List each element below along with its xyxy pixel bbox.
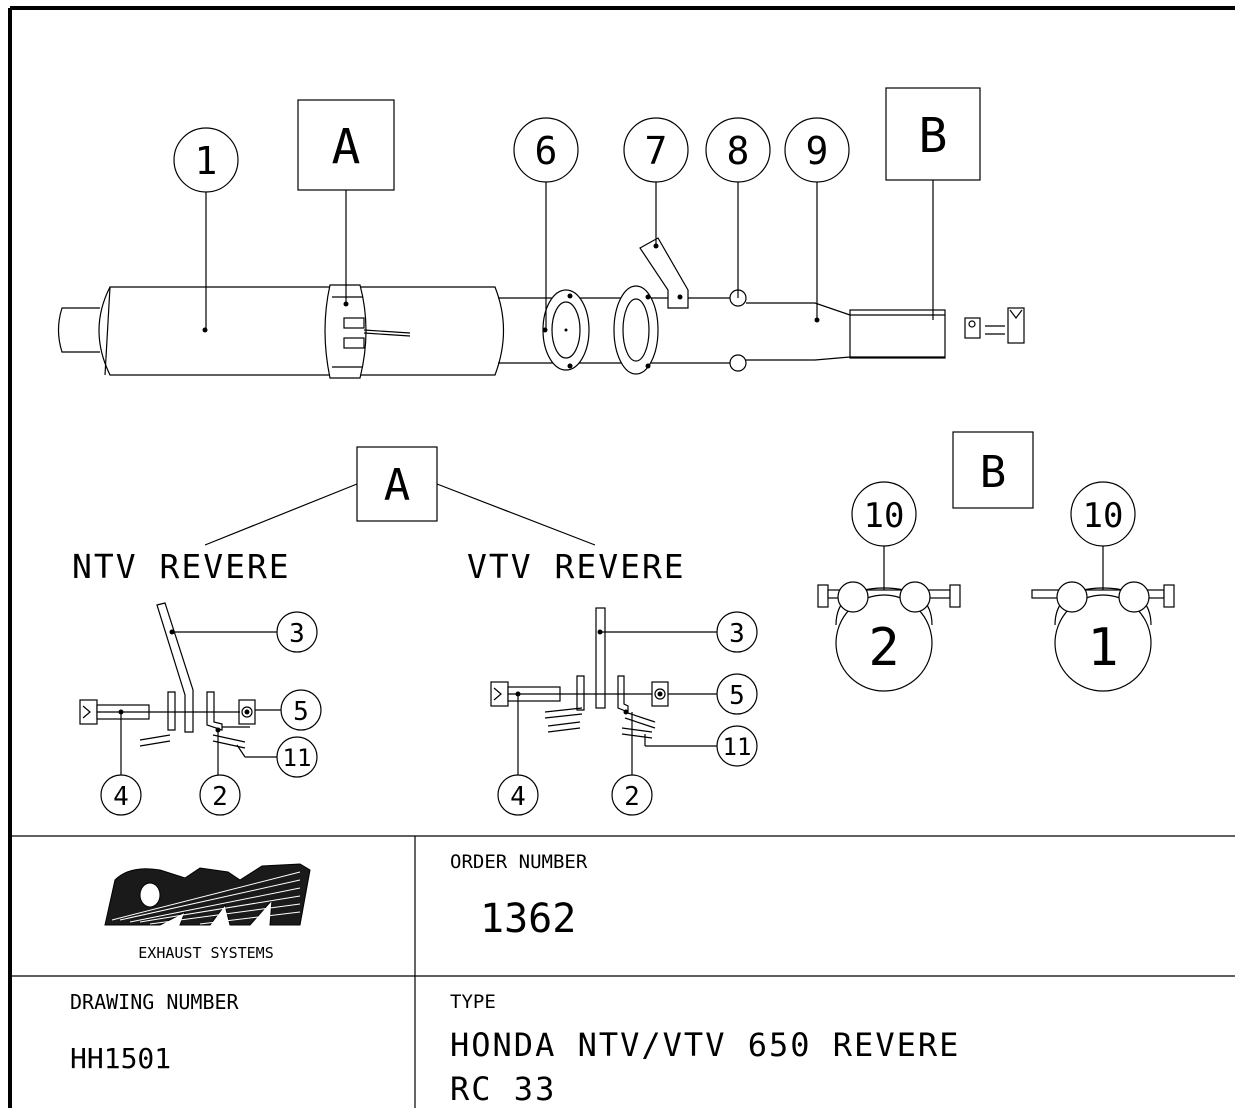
type-line-1: HONDA NTV/VTV 650 REVERE: [450, 1026, 960, 1064]
callout-1: 1: [173, 127, 239, 330]
vtv-callout-3: 3: [600, 611, 758, 653]
ntv-callout-11: 11: [236, 736, 318, 778]
drawing-number-label: DRAWING NUMBER: [70, 990, 240, 1014]
callout-a-mid-text: A: [384, 460, 411, 511]
title-block: [10, 835, 1235, 1108]
drawing-number-value: HH1501: [70, 1042, 171, 1075]
callout-9-text: 9: [806, 129, 829, 173]
callout-a-top: A: [297, 99, 395, 304]
clamp-left-size-text: 2: [868, 618, 899, 678]
ntv-callout-4-text: 4: [113, 782, 129, 812]
ntv-fastener-drawing: [79, 602, 256, 749]
vtv-callout-11-text: 11: [723, 733, 752, 761]
detail-b-header: B: [952, 431, 1034, 509]
clamp-left-callout-text: 10: [864, 496, 905, 536]
ntv-callout-5: 5: [255, 689, 322, 731]
ntv-callout-4: 4: [100, 712, 142, 816]
ntv-revere-label: NTV REVERE: [72, 547, 291, 586]
clamp-right-size-text: 1: [1087, 618, 1118, 678]
callout-8: 8: [705, 117, 771, 298]
logo-subtitle: EXHAUST SYSTEMS: [138, 944, 273, 962]
clamp-right: 10 1: [1031, 481, 1175, 692]
ntv-callout-5-text: 5: [293, 697, 309, 727]
callout-8-text: 8: [727, 129, 750, 173]
ntv-callout-2: 2: [199, 730, 241, 816]
type-label: TYPE: [450, 991, 496, 1013]
callout-b-mid-text: B: [980, 447, 1007, 498]
callout-6: 6: [513, 117, 579, 330]
callout-1-text: 1: [195, 139, 218, 183]
ntv-callout-11-text: 11: [283, 744, 312, 772]
order-number-value: 1362: [480, 896, 576, 942]
vtv-callout-11: 11: [644, 725, 758, 767]
vtv-callout-4-text: 4: [510, 782, 526, 812]
company-logo: [104, 863, 311, 926]
vtv-callout-2-text: 2: [624, 782, 640, 812]
callout-b-top: B: [885, 87, 981, 320]
callout-9: 9: [784, 117, 850, 320]
vtv-callout-3-text: 3: [729, 619, 745, 649]
type-line-2: RC 33: [450, 1070, 556, 1108]
ntv-callout-3-text: 3: [289, 619, 305, 649]
callout-7-text: 7: [645, 129, 668, 173]
vtv-revere-label: VTV REVERE: [467, 547, 686, 586]
callout-6-text: 6: [535, 129, 558, 173]
callout-7: 7: [623, 117, 689, 246]
vtv-callout-5: 5: [668, 673, 758, 715]
clamp-right-callout-text: 10: [1083, 496, 1124, 536]
muffler-assembly: [57, 237, 1025, 379]
callout-a-top-text: A: [332, 119, 361, 175]
ntv-callout-2-text: 2: [212, 782, 228, 812]
vtv-callout-5-text: 5: [729, 681, 745, 711]
callout-b-top-text: B: [919, 108, 948, 164]
clamp-left: 10 2: [817, 481, 961, 692]
vtv-fastener-drawing: [490, 607, 669, 739]
order-number-label: ORDER NUMBER: [450, 851, 588, 873]
vtv-callout-2: 2: [611, 712, 653, 816]
detail-a-header: A: [204, 446, 596, 546]
ntv-callout-3: 3: [172, 611, 318, 653]
vtv-callout-4: 4: [497, 694, 539, 816]
